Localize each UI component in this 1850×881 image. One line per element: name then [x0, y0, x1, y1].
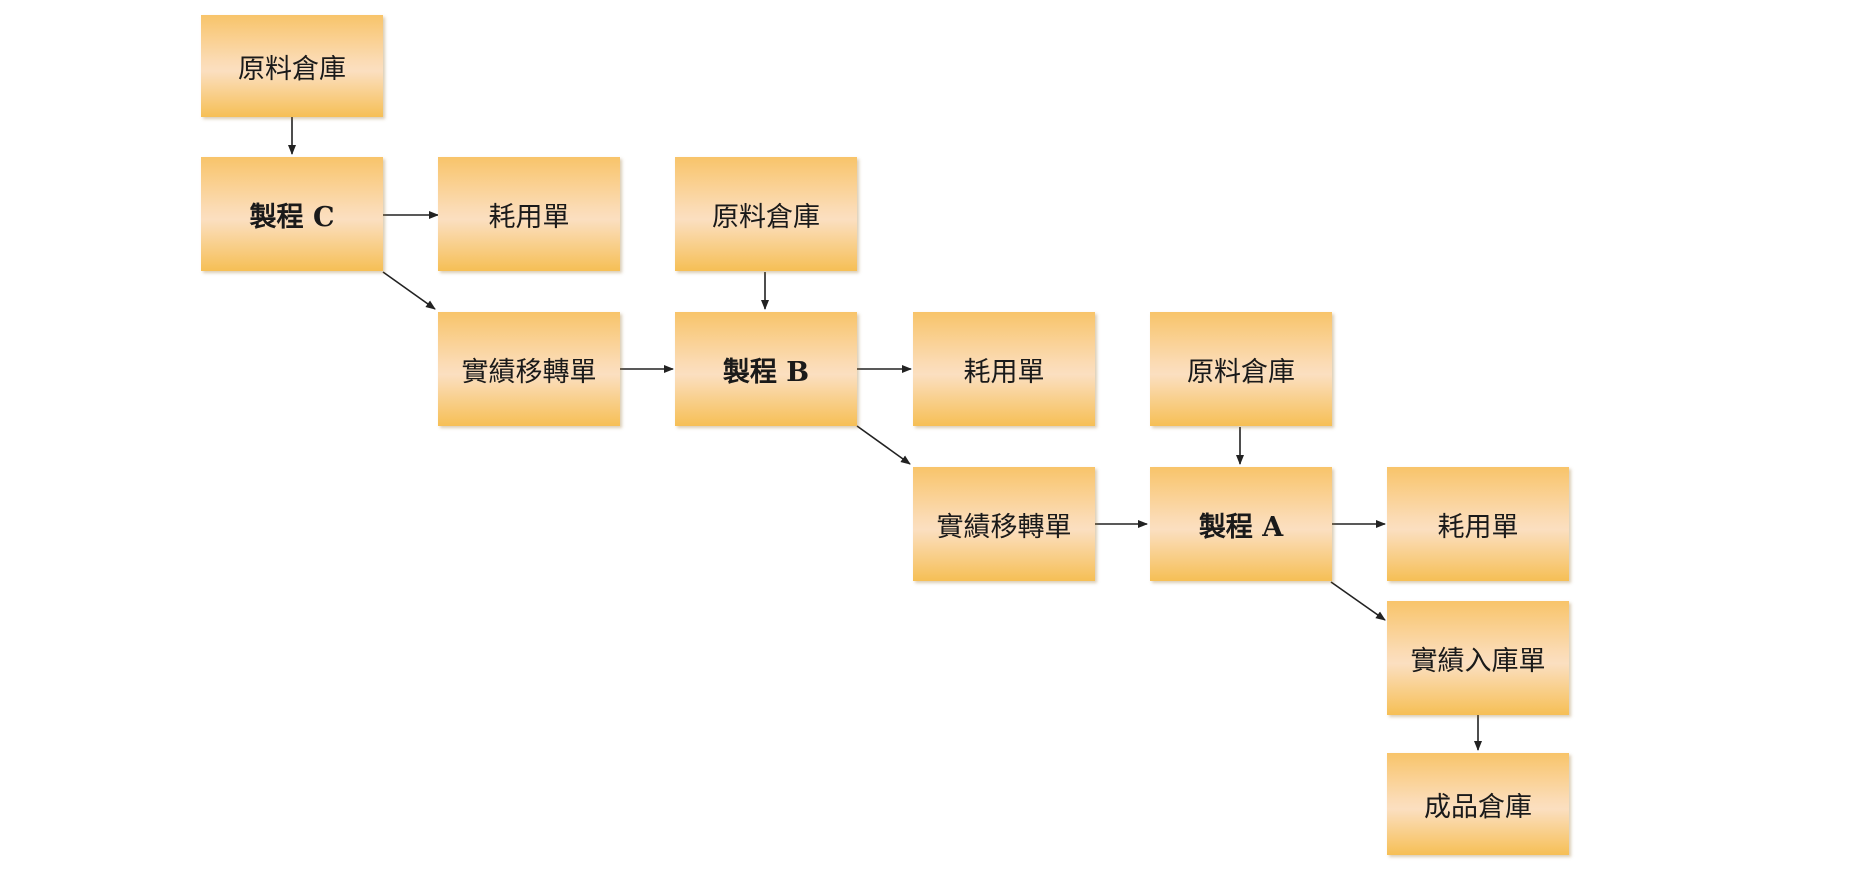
consumption-slip-b: 耗用單 [913, 312, 1095, 426]
process-c: 製程 C [201, 157, 383, 271]
finished-goods-store: 成品倉庫 [1387, 753, 1569, 855]
raw-material-store-b: 原料倉庫 [675, 157, 857, 271]
transfer-slip-c: 實績移轉單 [438, 312, 620, 426]
arrow-proc-c-to-transfer-c [382, 271, 436, 310]
transfer-slip-b: 實績移轉單 [913, 467, 1095, 581]
raw-material-store-c: 原料倉庫 [201, 15, 383, 117]
process-b: 製程 B [675, 312, 857, 426]
consumption-slip-a: 耗用單 [1387, 467, 1569, 581]
consumption-slip-c: 耗用單 [438, 157, 620, 271]
process-a: 製程 A [1150, 467, 1332, 581]
arrow-proc-a-to-receipt-a [1330, 581, 1386, 621]
raw-material-store-a: 原料倉庫 [1150, 312, 1332, 426]
arrow-proc-b-to-transfer-b [856, 425, 911, 465]
production-receipt-slip: 實績入庫單 [1387, 601, 1569, 715]
